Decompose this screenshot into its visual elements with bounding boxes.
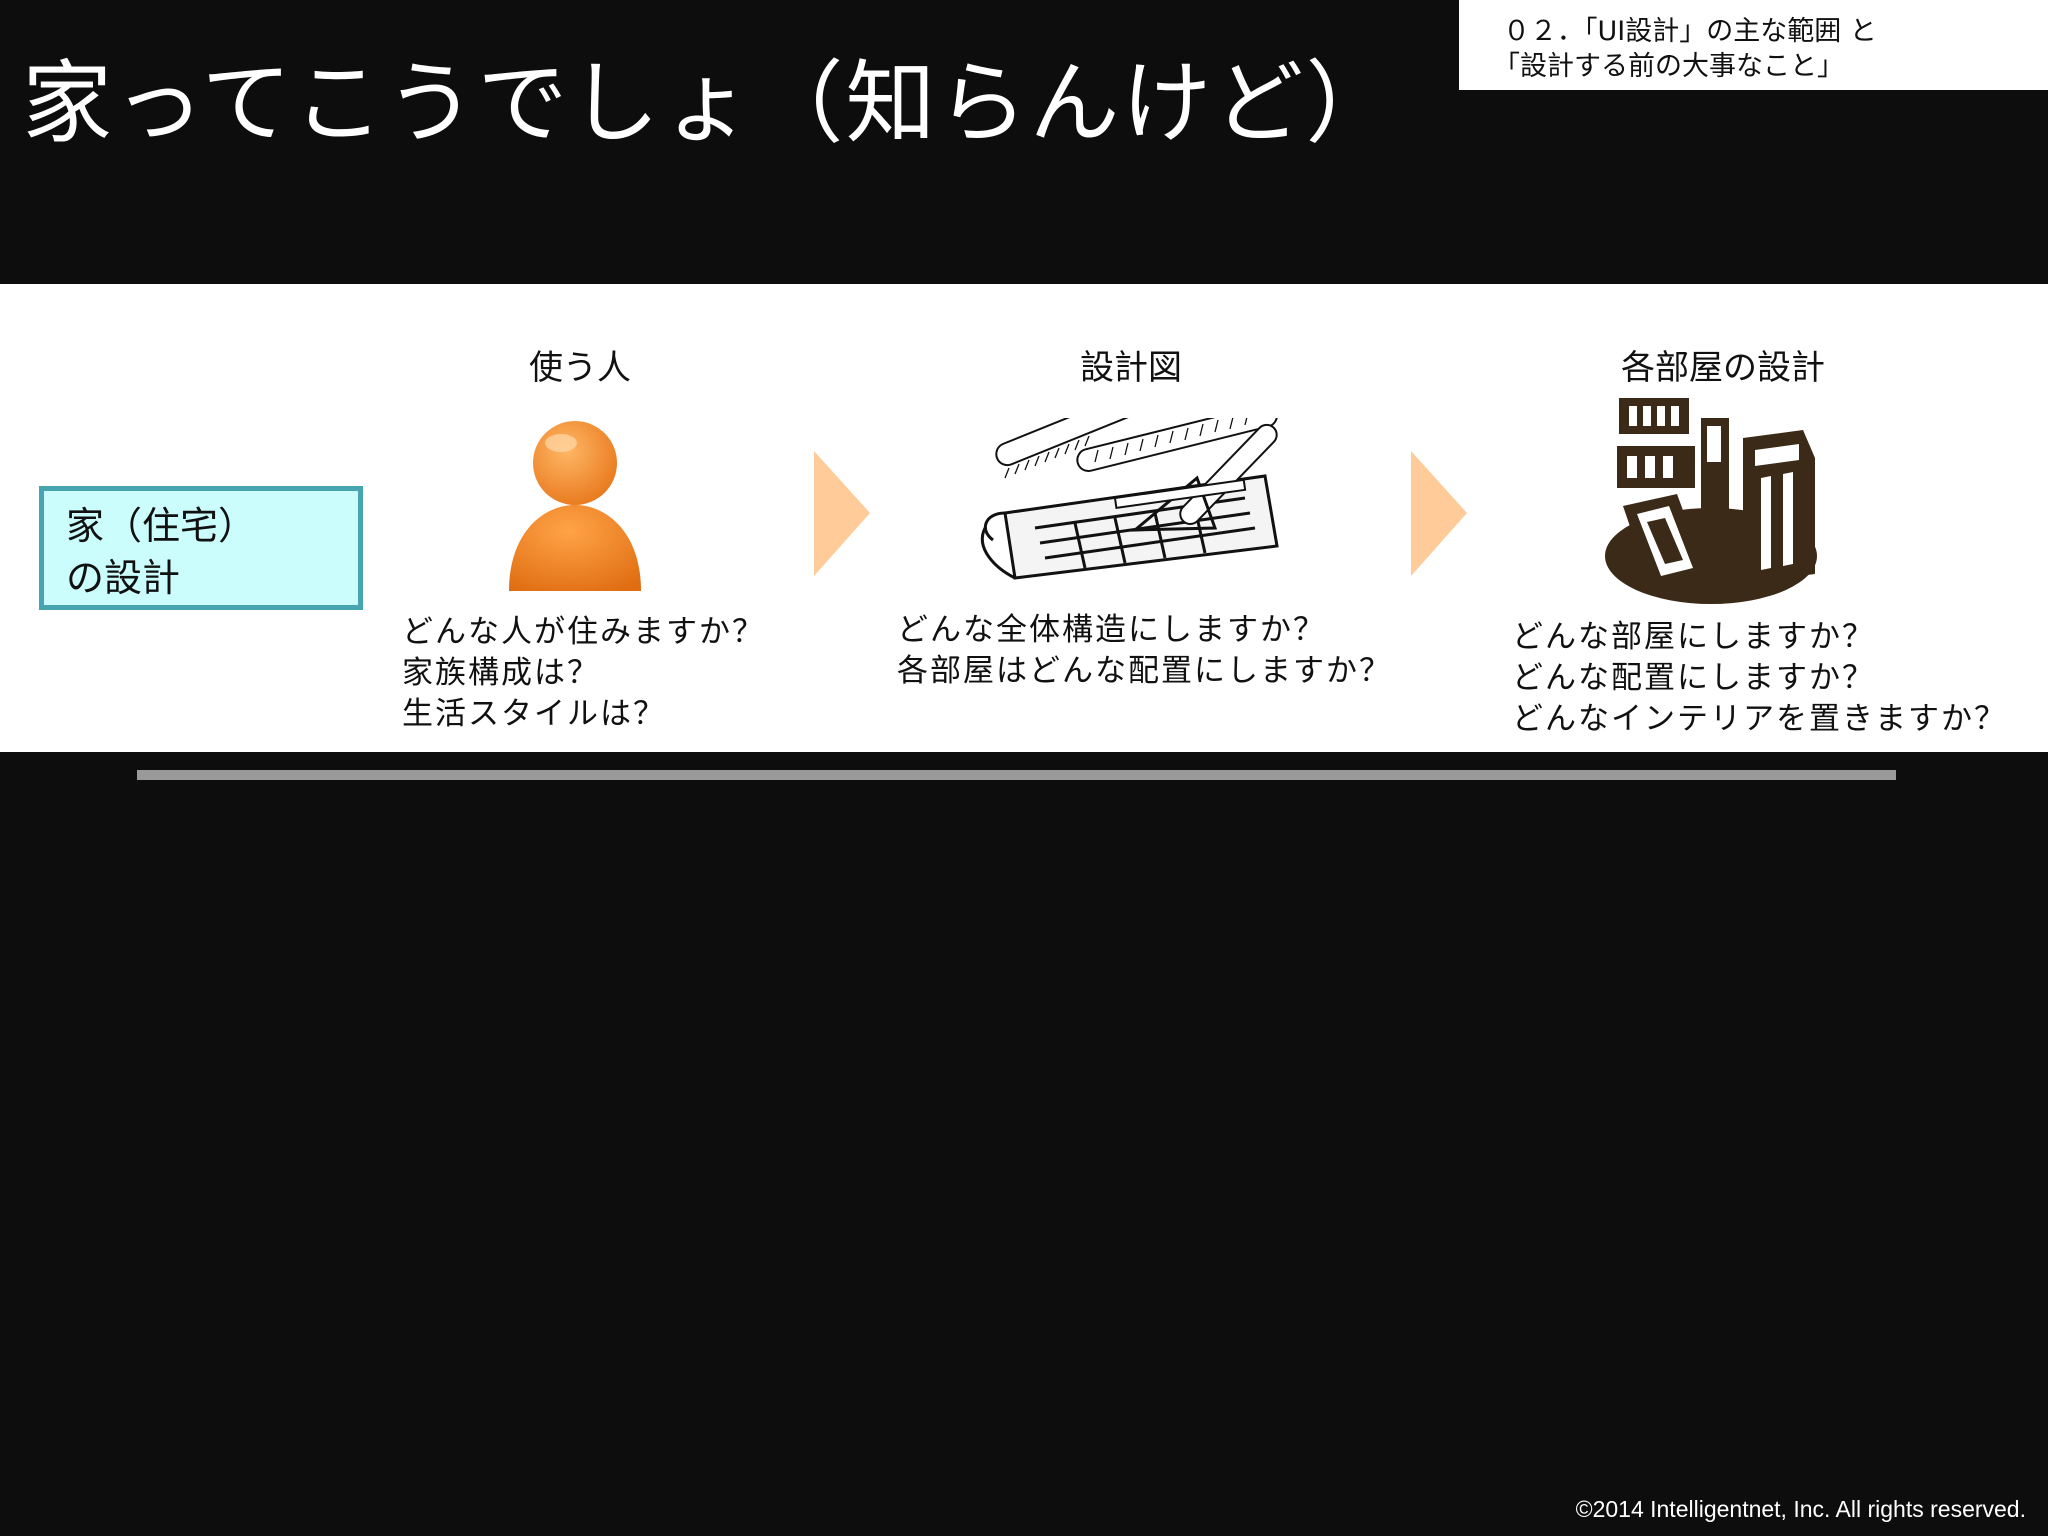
section-label: ０２．「UI設計」の主な範囲 と 「設計する前の大事なこと」	[1459, 0, 2048, 90]
slide-title: 家ってこうでしょ（知らんけど）	[22, 51, 1398, 156]
question-item: 各部屋はどんな配置にしますか？	[897, 653, 1392, 689]
kitchen-room-icon	[1605, 398, 1817, 604]
step-heading-rooms: 各部屋の設計	[1621, 348, 1825, 388]
step-heading-users: 使う人	[529, 348, 631, 388]
step-questions-users: どんな人が住みますか？ 家族構成は？ 生活スタイルは？	[402, 612, 765, 735]
question-item: 家族構成は？	[402, 655, 600, 691]
house-box-line1: 家（住宅）	[66, 504, 257, 548]
question-item: どんな部屋にしますか？	[1512, 619, 1875, 655]
question-item: どんな全体構造にしますか？	[897, 612, 1326, 648]
section-label-line1: ０２．「UI設計」の主な範囲 と	[1503, 16, 1877, 47]
step-heading-blueprint: 設計図	[1080, 348, 1182, 388]
house-design-box: 家（住宅） の設計	[39, 486, 363, 610]
step-questions-rooms: どんな部屋にしますか？ どんな配置にしますか？ どんなインテリアを置きますか？	[1512, 617, 2007, 740]
person-icon	[509, 421, 641, 591]
section-label-line2: 「設計する前の大事なこと」	[1493, 51, 1844, 82]
step-questions-blueprint: どんな全体構造にしますか？ 各部屋はどんな配置にしますか？	[897, 610, 1392, 692]
copyright-notice: ©2014 Intelligentnet, Inc. All rights re…	[1575, 1496, 2026, 1522]
question-item: どんな配置にしますか？	[1512, 660, 1875, 696]
flow-arrow-icon	[1411, 451, 1467, 576]
house-box-line2: の設計	[66, 556, 181, 600]
blueprint-icon	[980, 418, 1279, 580]
flow-arrow-icon	[814, 451, 870, 576]
question-item: 生活スタイルは？	[402, 696, 666, 732]
question-item: どんなインテリアを置きますか？	[1512, 701, 2007, 737]
divider-bar	[137, 770, 1896, 780]
question-item: どんな人が住みますか？	[402, 614, 765, 650]
